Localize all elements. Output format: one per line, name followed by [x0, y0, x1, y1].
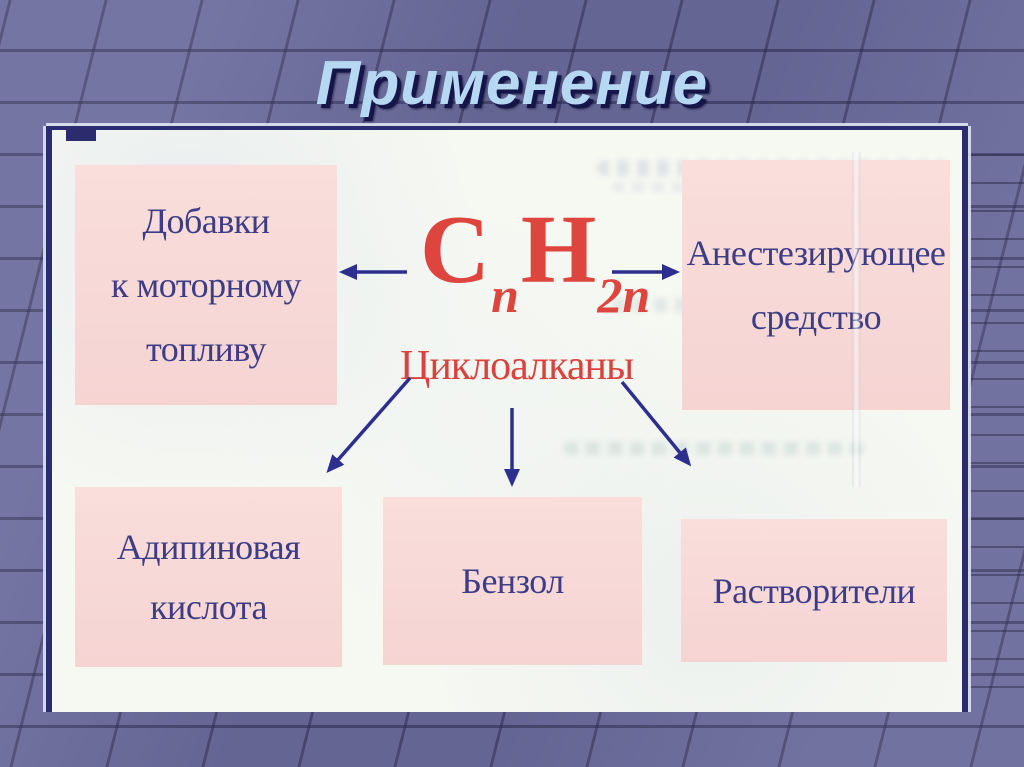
node-fuel-additives: Добавки к моторному топливу — [75, 165, 337, 405]
page-title: Применение — [315, 49, 709, 118]
center-label-cycloalkanes: Циклоалканы — [400, 343, 634, 389]
print-through-smudge — [564, 442, 864, 455]
formula-h: H — [520, 196, 597, 303]
node-adipic-acid: Адипиновая кислота — [75, 487, 342, 667]
node-solvents: Растворители — [681, 519, 947, 662]
node-anesthetic: Анестезирующее средство — [682, 160, 950, 410]
formula-cnh2n: CnH2n — [420, 200, 660, 324]
scan-fold-line — [852, 152, 861, 487]
arrow-to-adipic-acid — [326, 376, 412, 474]
node-benzene: Бензол — [383, 497, 642, 665]
formula-h-subscript: 2n — [597, 267, 651, 323]
scanned-diagram-image: Добавки к моторному топливу Анестезирующ… — [46, 126, 968, 712]
scan-artifact-notch — [66, 128, 96, 141]
background-grid-right-dense — [966, 128, 1024, 712]
formula-c-subscript: n — [491, 267, 519, 323]
formula-c: C — [420, 196, 491, 303]
